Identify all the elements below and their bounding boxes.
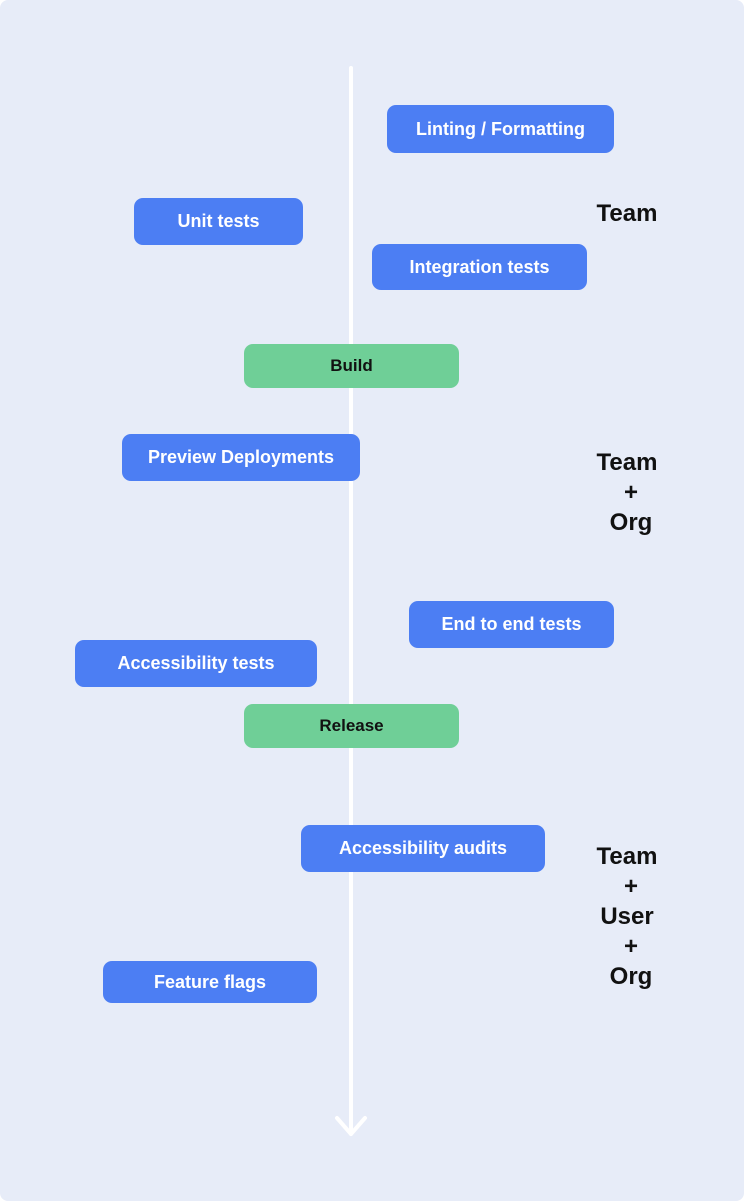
step-accessibility-audits: Accessibility audits xyxy=(301,825,545,872)
milestone-label: Build xyxy=(330,356,373,375)
step-label: Preview Deployments xyxy=(147,447,335,467)
step-accessibility-tests: Accessibility tests xyxy=(75,640,317,687)
group-label-team-user-org: Team + User + Org xyxy=(584,842,670,992)
group-line: Team xyxy=(596,449,658,476)
group-line: + xyxy=(623,479,638,506)
group-line: Org xyxy=(609,963,653,990)
group-label-team: Team xyxy=(584,199,670,229)
group-label-team-org: Team + Org xyxy=(584,448,670,538)
step-preview-deployments: Preview Deployments xyxy=(122,434,360,481)
milestone-label: Release xyxy=(319,716,384,735)
step-feature-flags: Feature flags xyxy=(103,961,317,1003)
group-line: + xyxy=(623,873,638,900)
step-integration-tests: Integration tests xyxy=(372,244,587,290)
step-label: Accessibility tests xyxy=(117,653,275,673)
timeline-arrowhead-icon xyxy=(335,1116,367,1136)
group-line: + xyxy=(623,933,638,960)
milestone-build: Build xyxy=(244,344,459,388)
step-label: Feature flags xyxy=(153,971,267,992)
group-line: Org xyxy=(609,509,653,536)
step-linting-formatting: Linting / Formatting xyxy=(387,105,614,153)
step-label: Accessibility audits xyxy=(338,838,508,858)
step-end-to-end-tests: End to end tests xyxy=(409,601,614,648)
group-line: Team xyxy=(596,843,658,870)
step-label: Linting / Formatting xyxy=(416,118,585,139)
step-label: Unit tests xyxy=(177,211,260,231)
step-label: Integration tests xyxy=(409,256,550,277)
group-line: User xyxy=(600,903,654,930)
group-line: Team xyxy=(596,200,658,227)
step-unit-tests: Unit tests xyxy=(134,198,303,245)
timeline-axis xyxy=(349,66,353,1136)
step-label: End to end tests xyxy=(441,614,582,634)
milestone-release: Release xyxy=(244,704,459,748)
